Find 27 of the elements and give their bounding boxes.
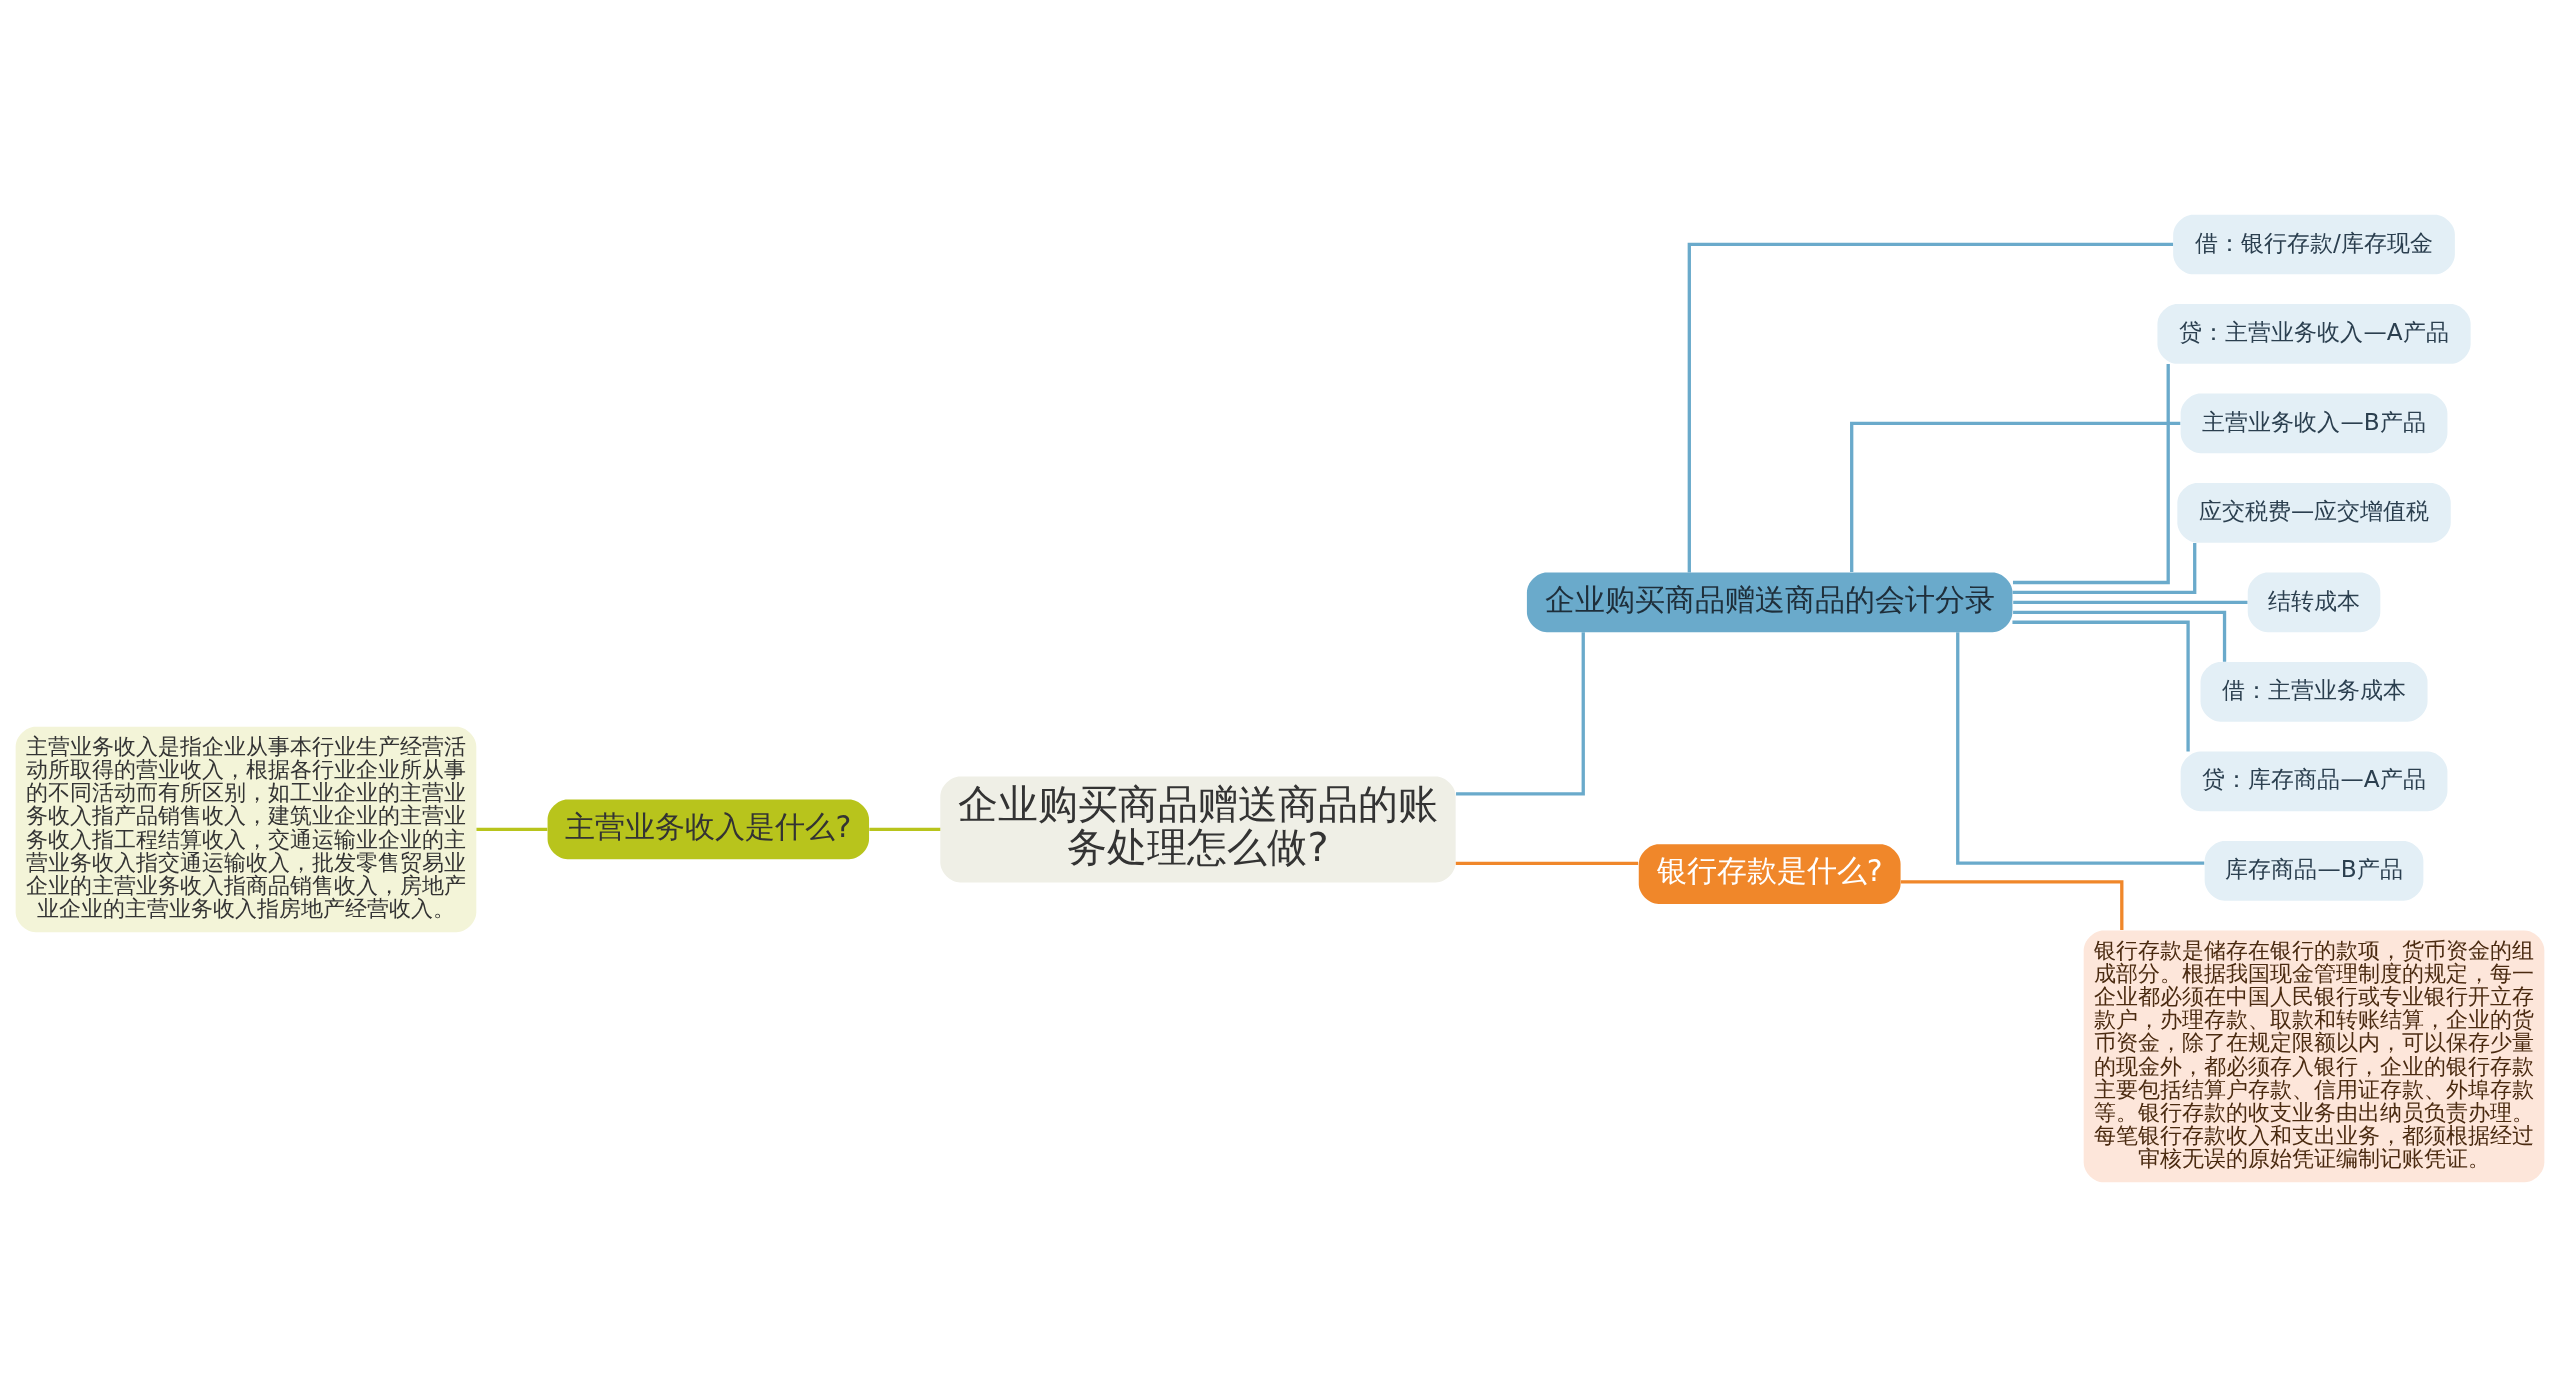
connector: [1455, 861, 1639, 865]
connector: [1456, 631, 1585, 795]
node-box: 贷：主营业务收入—A产品: [2157, 303, 2471, 364]
connector: [476, 827, 548, 831]
connector: [1956, 631, 2205, 865]
connector: [2013, 610, 2227, 662]
connector: [2012, 620, 2190, 751]
connector: [869, 827, 941, 831]
node-box: 借：银行存款/库存现金: [2173, 214, 2455, 274]
node-box: 结转成本: [2247, 572, 2381, 632]
node-box: 主营业务收入是什么?: [547, 799, 870, 859]
node-box: 银行存款是什么?: [1638, 843, 1901, 904]
node-box: 企业购买商品赠送商品的会计分录: [1526, 572, 2013, 632]
connector: [1687, 242, 2174, 572]
connector: [2013, 363, 2170, 584]
node-box: 贷：库存商品—A产品: [2180, 751, 2448, 811]
connector: [1850, 421, 2181, 572]
connector: [2013, 600, 2248, 604]
connector: [1900, 879, 2124, 930]
node-box: 主营业务收入—B产品: [2180, 393, 2448, 453]
node-box: 主营业务收入是指企业从事本行业生产经营活动所取得的营业收入，根据各行业企业所从事的不同活动而有所区别，如工业企业的主营业务收入指产品销售收入，建筑业企业的主营业务收入指工程结算收入，交通运输业企业的主营业务收入指交通运输收入，批发零售贸易业企业的主营业务收入指商品销售收入，房地产业企业的主营业务收入指房地产经营收入。: [15, 726, 477, 932]
node-box: 应交税费—应交增值税: [2177, 482, 2451, 543]
node-box: 银行存款是储存在银行的款项，货币资金的组成部分。根据我国现金管理制度的规定，每一企业都必须在中国人民银行或专业银行开立存款户，办理存款、取款和转账结算，企业的货币资金，除了在规定限额以内，可以保存少量的现金外，都必须存入银行，企业的银行存款主要包括结算户存款、信用证存款、外埠存款等。银行存款的收支业务由出纳员负责办理。每笔银行存款收入和支出业务，都须根据经过审核无误的原始凭证编制记账凭证。: [2083, 930, 2545, 1182]
node-box: 库存商品—B产品: [2204, 840, 2424, 901]
connector: [2012, 542, 2197, 594]
node-box: 企业购买商品赠送商品的账务处理怎么做?: [940, 775, 1456, 882]
node-box: 借：主营业务成本: [2200, 661, 2428, 722]
